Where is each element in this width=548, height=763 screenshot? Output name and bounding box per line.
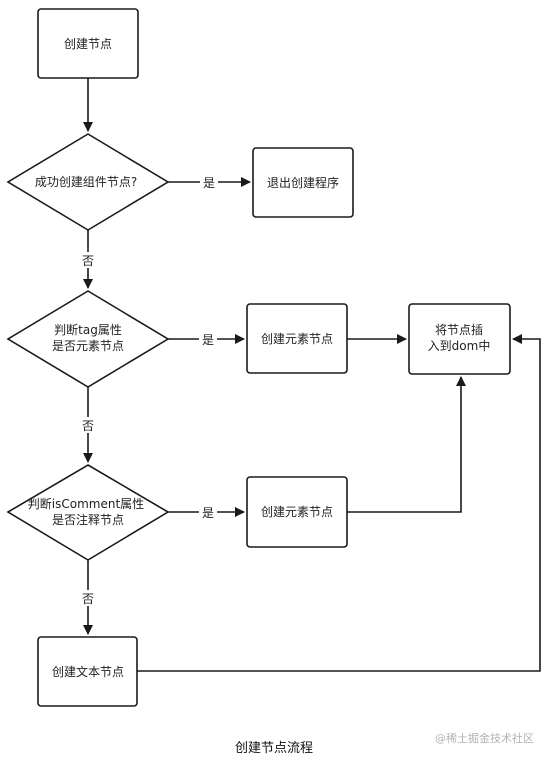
edge-label-no-1: 否: [82, 254, 94, 268]
edge-label-yes-2: 是: [202, 333, 214, 347]
decision-component: 成功创建组件节点?: [6, 133, 170, 231]
node-create-element-1-label: 创建元素节点: [261, 332, 333, 346]
decision-tag-label-line2: 是否元素节点: [52, 339, 124, 353]
node-start: 创建节点: [37, 8, 139, 79]
node-insert-dom: 将节点插 入到dom中: [408, 303, 511, 375]
decision-comment-label-line1: 判断isComment属性: [28, 496, 144, 511]
edge-label-no-3: 否: [82, 592, 94, 606]
edge-label-yes-1: 是: [203, 176, 215, 190]
edge-element2-to-insert: [347, 376, 466, 513]
decision-tag: 判断tag属性 是否元素节点: [6, 290, 170, 388]
edge-label-yes-3: 是: [202, 506, 214, 520]
node-create-element-2: 创建元素节点: [246, 476, 348, 548]
decision-comment-label-line2: 是否注释节点: [52, 512, 124, 527]
node-create-text-label: 创建文本节点: [52, 664, 124, 679]
edge-text-to-insert: [137, 334, 541, 672]
node-start-label: 创建节点: [64, 37, 112, 51]
node-exit: 退出创建程序: [252, 147, 354, 218]
node-insert-dom-label-line1: 将节点插: [435, 323, 483, 337]
node-create-element-1: 创建元素节点: [246, 303, 348, 374]
edge-labels: 是 否 是 否 是 否: [79, 174, 218, 606]
node-create-element-2-label: 创建元素节点: [261, 505, 333, 519]
diagram-caption: 创建节点流程: [234, 741, 313, 756]
node-insert-dom-label-line2: 入到dom中: [428, 338, 491, 353]
decision-tag-label-line1: 判断tag属性: [54, 322, 122, 337]
node-exit-label: 退出创建程序: [267, 175, 339, 190]
edge-label-no-2: 否: [82, 419, 94, 433]
decision-component-label: 成功创建组件节点?: [35, 175, 137, 189]
decision-comment: 判断isComment属性 是否注释节点: [6, 464, 170, 561]
node-create-text: 创建文本节点: [37, 636, 138, 707]
watermark-text: @稀土掘金技术社区: [435, 732, 534, 745]
